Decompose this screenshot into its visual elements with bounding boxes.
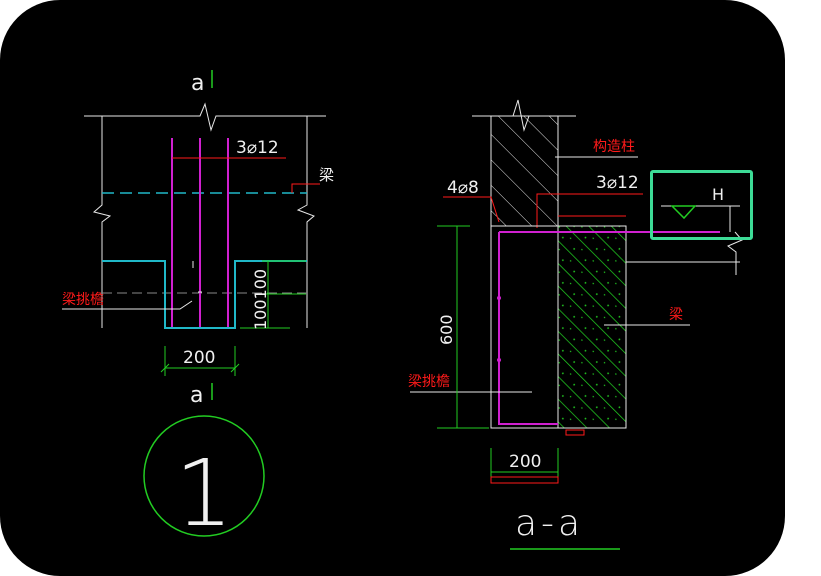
- column-section: [490, 115, 559, 227]
- section-mark-top: a: [191, 71, 204, 96]
- rebar-dot-1: [497, 296, 501, 300]
- left-detail: a 3⌀12 梁 梁挑檐 100100: [62, 70, 334, 547]
- wall-left-edge: [92, 116, 112, 328]
- dim-width-label: 200: [183, 348, 215, 368]
- beam-leader: [291, 183, 320, 193]
- cornice-outline-right: [490, 225, 559, 429]
- cad-drawing: a 3⌀12 梁 梁挑檐 100100: [62, 70, 743, 550]
- hanger-label: 梁挑檐: [62, 292, 104, 308]
- rebar-label: 3⌀12: [236, 138, 279, 158]
- level-triangle: [670, 205, 697, 220]
- section-title: a-a: [515, 503, 584, 544]
- level-symbol: H: [712, 185, 724, 204]
- rebar-dot-2: [497, 358, 501, 362]
- section-mark-bottom: a: [190, 383, 203, 408]
- dim-600-label: 600: [437, 314, 456, 345]
- hanger-label-right: 梁挑檐: [408, 374, 450, 390]
- dim-200-label: 200: [509, 452, 541, 472]
- beam-label: 梁: [319, 166, 334, 184]
- dim-tick-2: [230, 363, 240, 373]
- dim-height-label: 100100: [251, 269, 270, 330]
- cornice-outline: [102, 260, 307, 329]
- hanger-leader: [62, 300, 193, 310]
- rebar-3-12-leader: [536, 193, 643, 228]
- dim-200-tag: [490, 476, 559, 484]
- break-line-top: [84, 102, 326, 132]
- rebar-cage-vertical: [498, 232, 558, 425]
- beam-label-right: 梁: [669, 307, 683, 323]
- rebar-4-8-label: 4⌀8: [447, 178, 479, 198]
- detail-number: 1: [175, 440, 234, 547]
- column-label: 构造柱: [593, 139, 635, 155]
- detail-number-circle: [143, 415, 265, 537]
- beam-section: [557, 225, 627, 429]
- right-detail: 构造柱 4⌀8 3⌀12 梁 梁挑檐 600: [408, 99, 743, 550]
- level-highlight-box: [650, 170, 753, 240]
- rebar-4-8-leader: [443, 196, 500, 223]
- cad-drawing-canvas: a 3⌀12 梁 梁挑檐 100100: [0, 0, 785, 576]
- small-tag: [565, 429, 585, 436]
- dim-tick-1: [160, 363, 170, 373]
- wall-right-edge: [296, 116, 315, 328]
- rebar-3-12-label: 3⌀12: [596, 173, 639, 193]
